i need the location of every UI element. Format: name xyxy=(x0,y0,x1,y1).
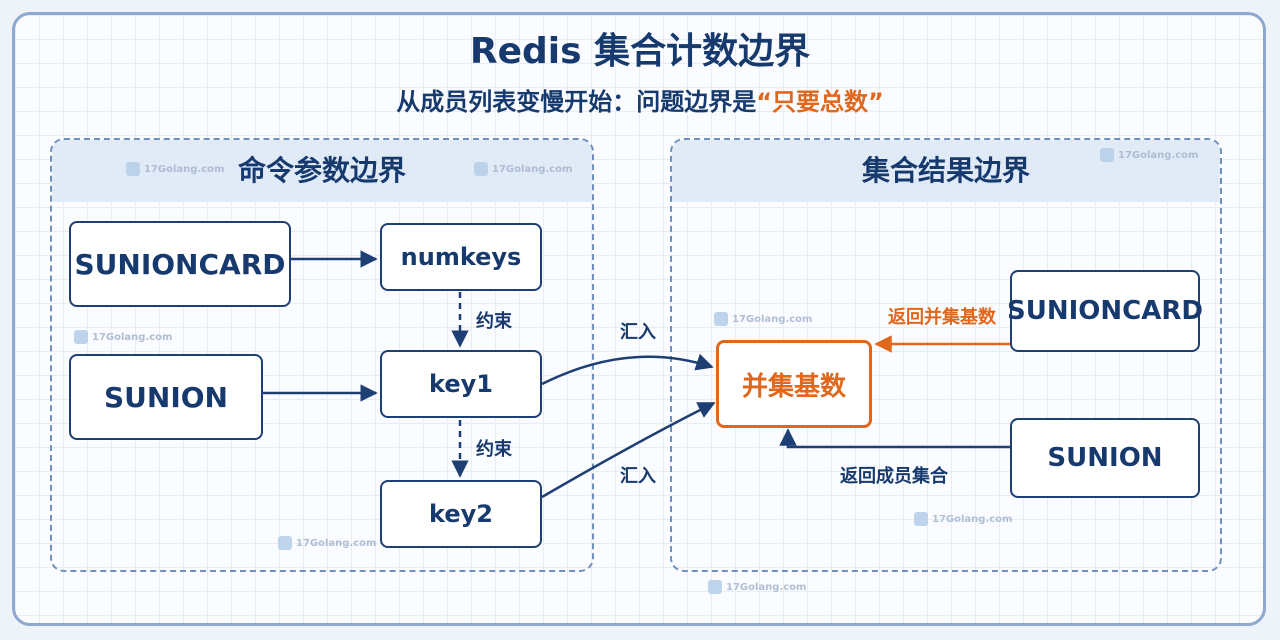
watermark-logo-icon xyxy=(1100,148,1114,162)
node-union-cardinality: 并集基数 xyxy=(716,340,872,428)
node-sunion-result: SUNION xyxy=(1010,418,1200,498)
watermark: 17Golang.com xyxy=(1100,148,1198,162)
watermark: 17Golang.com xyxy=(914,512,1012,526)
set-result-panel: 集合结果边界 xyxy=(670,138,1222,572)
panel-header xyxy=(52,140,592,202)
watermark: 17Golang.com xyxy=(278,536,376,550)
edge-label-return-cardinality: 返回并集基数 xyxy=(888,307,996,328)
watermark-logo-icon xyxy=(714,312,728,326)
command-args-panel: 命令参数边界 xyxy=(50,138,594,572)
edge-label-merge: 汇入 xyxy=(620,322,656,343)
panel-title-set-result: 集合结果边界 xyxy=(861,154,1030,187)
edge-label-return-members: 返回成员集合 xyxy=(840,466,948,487)
edge-label-constraint: 约束 xyxy=(476,439,512,460)
arrow-sunion-returns-members xyxy=(779,428,1010,449)
node-key1: key1 xyxy=(380,350,542,418)
watermark: 17Golang.com xyxy=(126,162,224,176)
panel-title-command-args: 命令参数边界 xyxy=(237,154,406,187)
watermark-logo-icon xyxy=(474,162,488,176)
edge-label-merge: 汇入 xyxy=(620,466,656,487)
watermark-logo-icon xyxy=(708,580,722,594)
watermark: 17Golang.com xyxy=(708,580,806,594)
node-key2: key2 xyxy=(380,480,542,548)
node-sunion-command: SUNION xyxy=(69,354,263,440)
edge-label-constraint: 约束 xyxy=(476,311,512,332)
watermark-logo-icon xyxy=(278,536,292,550)
arrow-key1-to-result xyxy=(541,353,714,386)
arrow-key2-to-result xyxy=(541,401,716,499)
diagram-subtitle: 从成员列表变慢开始：问题边界是“只要总数” xyxy=(0,84,1280,120)
subtitle-highlight: “只要总数” xyxy=(756,88,884,116)
subtitle-text: 从成员列表变慢开始：问题边界是 xyxy=(396,88,757,116)
node-sunioncard-result: SUNIONCARD xyxy=(1007,270,1203,352)
diagram-title: Redis 集合计数边界 xyxy=(469,31,811,72)
panel-header xyxy=(672,140,1220,202)
watermark: 17Golang.com xyxy=(74,330,172,344)
watermark: 17Golang.com xyxy=(474,162,572,176)
node-sunioncard-command: SUNIONCARD xyxy=(69,221,291,307)
watermark-logo-icon xyxy=(914,512,928,526)
watermark: 17Golang.com xyxy=(714,312,812,326)
watermark-logo-icon xyxy=(74,330,88,344)
watermark-logo-icon xyxy=(126,162,140,176)
node-numkeys: numkeys xyxy=(380,223,542,291)
